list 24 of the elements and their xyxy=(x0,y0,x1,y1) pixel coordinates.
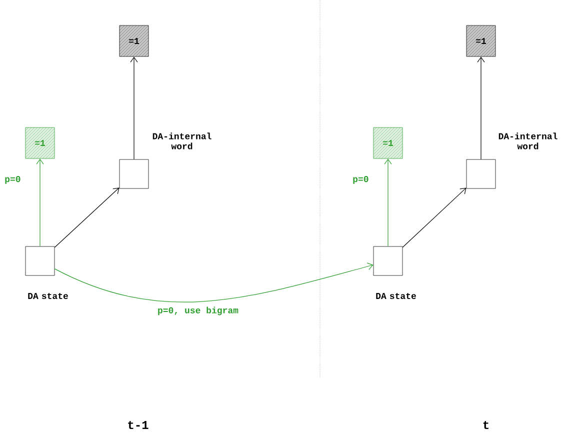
edge-label: p=0 xyxy=(352,175,370,185)
arrow xyxy=(384,158,392,247)
state-box xyxy=(373,246,403,276)
state-box xyxy=(25,246,55,276)
arrow xyxy=(477,56,485,160)
node-caption: DA state xyxy=(28,292,68,300)
node-caption: DA-internal word xyxy=(498,132,558,150)
output-box: =1 xyxy=(119,25,149,57)
arrow xyxy=(54,262,374,302)
time-label: t-1 xyxy=(128,420,148,430)
edge-label: p=0 xyxy=(4,175,22,185)
arrow xyxy=(130,56,138,160)
output-box: =1 xyxy=(373,127,403,159)
node-caption: DA state xyxy=(376,292,416,300)
node-caption: DA-internal word xyxy=(152,132,212,150)
output-box: =1 xyxy=(466,25,496,57)
time-label: t xyxy=(483,420,488,430)
edge-label: p=0, use bigram xyxy=(156,306,240,316)
arrow xyxy=(36,158,44,247)
arrow xyxy=(402,188,466,248)
state-box xyxy=(466,159,496,189)
output-box: =1 xyxy=(25,127,55,159)
arrow xyxy=(54,188,120,248)
state-box xyxy=(119,159,149,189)
